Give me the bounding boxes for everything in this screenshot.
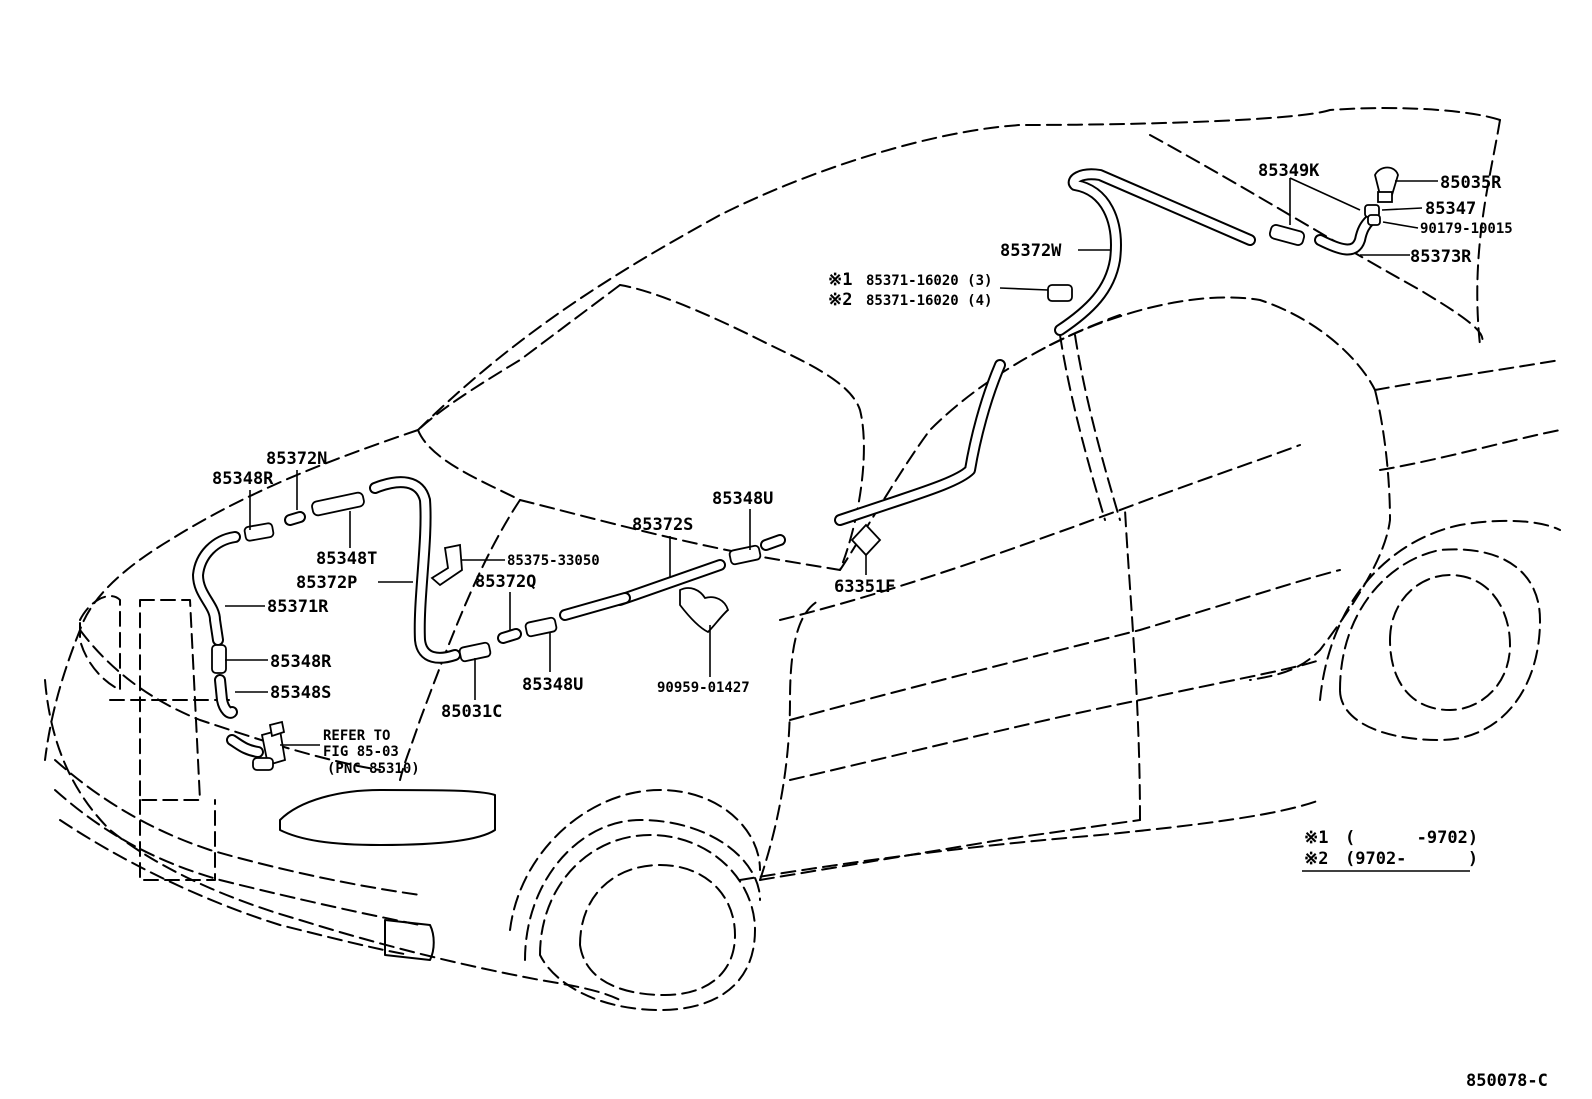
leader-lines: [225, 177, 1438, 746]
label-85031C: 85031C: [441, 702, 502, 722]
legend-row1-mark: ※1: [1304, 828, 1328, 848]
washer-nozzle-icon: [1374, 166, 1399, 203]
legend-row2-mark: ※2: [1304, 849, 1328, 869]
label-85372S: 85372S: [632, 515, 693, 535]
refer-line-3: (PNC 85310): [327, 761, 420, 777]
washer-pump-icon: [252, 720, 287, 771]
label-85372W: 85372W: [1000, 241, 1062, 261]
label-85371-16020-4: 85371-16020 (4): [866, 293, 992, 309]
marker-2: ※2: [828, 290, 852, 310]
label-85348S: 85348S: [270, 683, 331, 703]
label-85035R: 85035R: [1440, 173, 1502, 193]
refer-line-2: FIG 85-03: [323, 744, 399, 760]
label-85348T: 85348T: [316, 549, 377, 569]
hose-clip-icon: [679, 587, 730, 634]
label-85371R: 85371R: [267, 597, 329, 617]
label-85372P: 85372P: [296, 573, 357, 593]
label-85349K: 85349K: [1258, 161, 1320, 181]
washer-hoses: [192, 168, 1376, 758]
legend-row2-text: (9702- ): [1345, 849, 1478, 869]
label-85348R-mid: 85348R: [270, 652, 332, 672]
label-63351F: 63351F: [834, 577, 895, 597]
label-85373R: 85373R: [1410, 247, 1472, 267]
legend-row1-text: ( -9702): [1345, 828, 1478, 848]
marker-1: ※1: [828, 270, 852, 290]
diamond-symbol-icon: [850, 523, 882, 575]
hose-connectors: [211, 204, 1381, 674]
figure-code: 850078-C: [1466, 1071, 1548, 1091]
label-90179-10015: 90179-10015: [1420, 221, 1513, 237]
label-85371-16020-3: 85371-16020 (3): [866, 273, 992, 289]
label-85347: 85347: [1425, 199, 1476, 219]
legend: ※1 ( -9702) ※2 (9702- ): [1302, 828, 1478, 872]
label-85375-33050: 85375-33050: [507, 553, 600, 569]
label-85348U-top: 85348U: [712, 489, 773, 509]
label-85348R-top: 85348R: [212, 469, 274, 489]
label-90959-01427: 90959-01427: [657, 680, 750, 696]
part-labels: 85035R 85349K 85347 90179-10015 85373R 8…: [212, 161, 1513, 777]
hose-bracket-icon: [430, 543, 463, 587]
label-85372Q: 85372Q: [475, 572, 536, 592]
label-85372N: 85372N: [266, 449, 327, 469]
refer-line-1: REFER TO: [323, 728, 390, 744]
label-85348U-low: 85348U: [522, 675, 583, 695]
car-body-outline: [44, 107, 1561, 1011]
